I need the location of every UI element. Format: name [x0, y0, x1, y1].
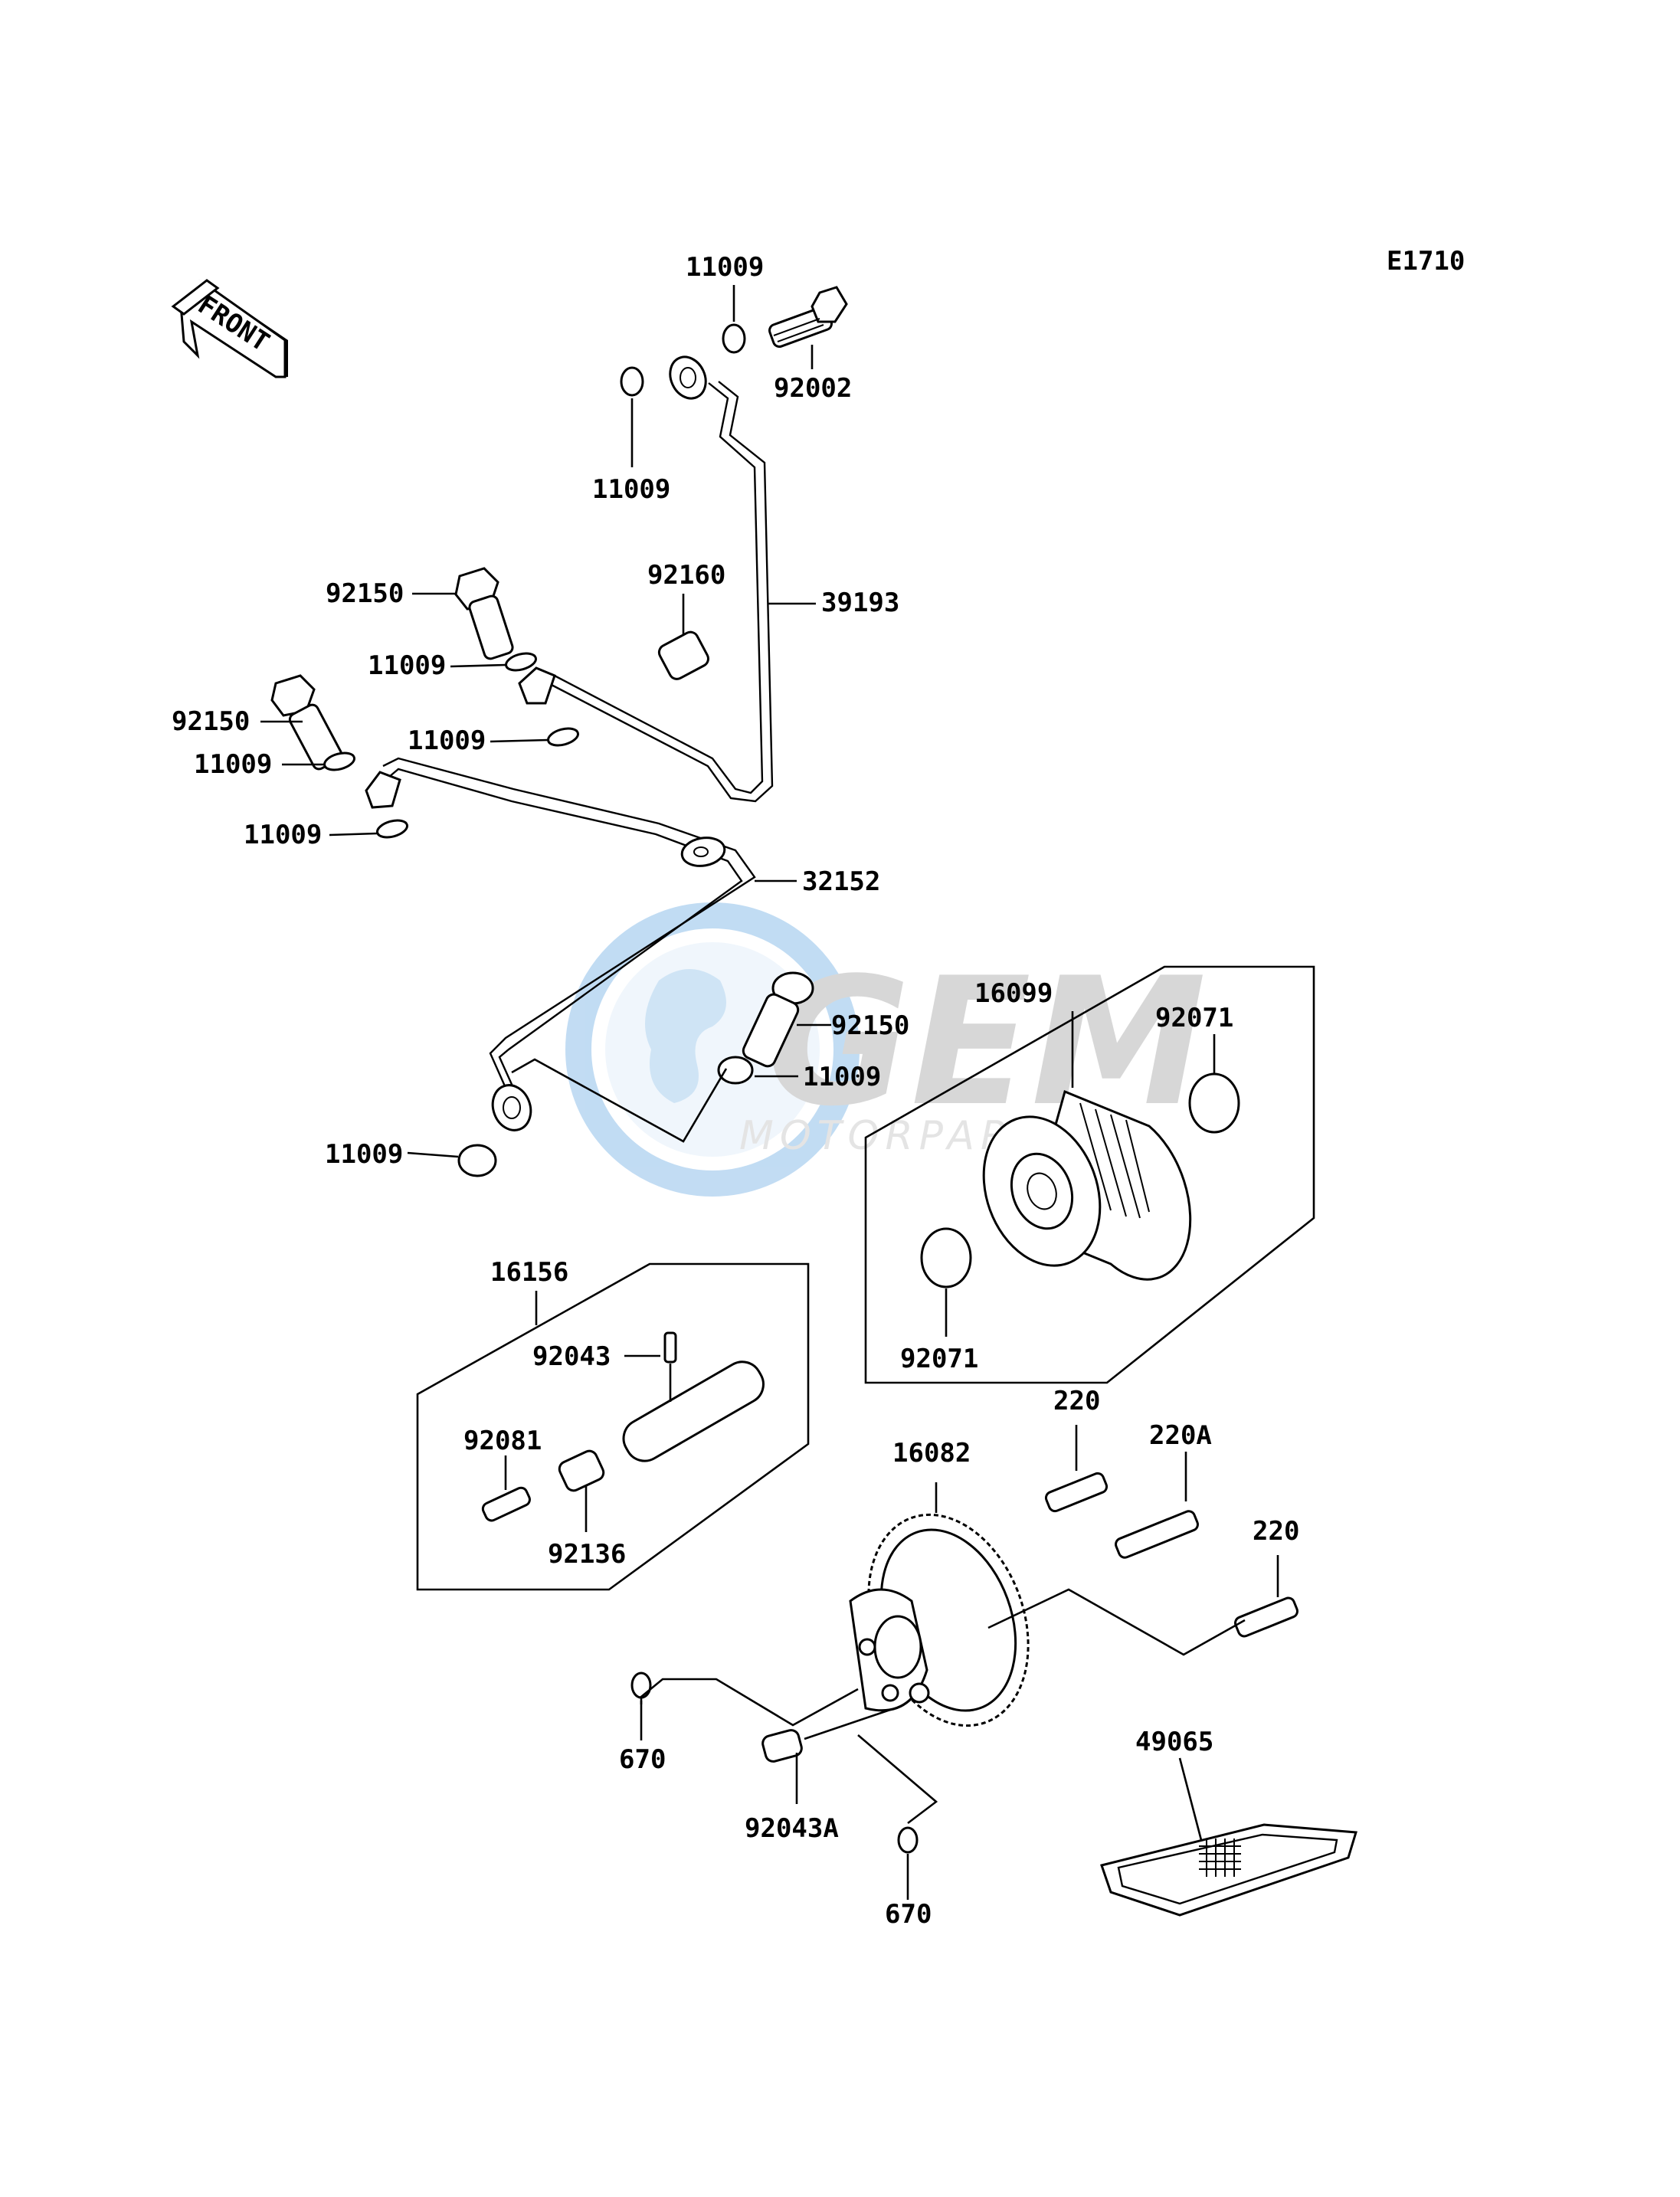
front-direction-badge: FRONT — [171, 279, 288, 378]
bolt-220-a — [1044, 1472, 1109, 1513]
banjo-bolt-92150-a — [454, 567, 514, 660]
label-49065: 49065 — [1135, 1727, 1213, 1757]
label-92043: 92043 — [532, 1341, 611, 1372]
label-11009-c: 11009 — [368, 650, 446, 681]
oil-pipe-39193 — [518, 355, 774, 803]
spring-92081 — [481, 1486, 531, 1522]
diagram-code: E1710 — [1387, 246, 1465, 277]
watermark-globe — [565, 902, 860, 1197]
label-670-b: 670 — [885, 1899, 932, 1930]
label-670-a: 670 — [619, 1744, 666, 1775]
label-11009-h: 11009 — [325, 1139, 403, 1170]
label-11009-f: 11009 — [244, 820, 322, 850]
oil-filter-group-box — [864, 965, 1315, 1384]
bolt-220A — [1115, 1510, 1199, 1559]
leader-lines — [260, 285, 1279, 1900]
oil-pipe-32152 — [365, 757, 756, 1131]
o-ring-670-b — [897, 1826, 919, 1854]
oil-pump-16082 — [849, 1513, 1030, 1727]
label-92002: 92002 — [774, 373, 852, 404]
collar-92160 — [657, 630, 709, 680]
label-11009-d: 11009 — [194, 749, 272, 780]
label-92136: 92136 — [548, 1539, 626, 1570]
label-39193: 39193 — [821, 588, 899, 618]
washer-11009-top — [722, 323, 746, 354]
oil-screen-49065 — [1100, 1823, 1357, 1917]
label-16099: 16099 — [974, 978, 1053, 1009]
oil-filter-16099 — [982, 1089, 1192, 1281]
relief-valve-body — [622, 1360, 765, 1462]
label-92043A: 92043A — [745, 1813, 839, 1844]
label-92081: 92081 — [463, 1426, 542, 1456]
washer-11009-g — [717, 1056, 754, 1085]
washer-11009-h — [457, 1144, 497, 1177]
washer-11009-f — [376, 819, 408, 839]
label-11009-b: 11009 — [592, 474, 670, 505]
label-32152: 32152 — [802, 866, 880, 897]
label-11009-g: 11009 — [803, 1062, 881, 1092]
label-220-b: 220 — [1253, 1516, 1299, 1547]
o-ring-92071-b — [920, 1227, 972, 1288]
label-92150-c: 92150 — [831, 1010, 909, 1041]
label-16082: 16082 — [892, 1438, 971, 1468]
label-92071-b: 92071 — [900, 1344, 978, 1374]
label-11009-top: 11009 — [686, 252, 764, 283]
dowel-92043A — [761, 1729, 803, 1763]
washer-11009-b — [620, 366, 644, 397]
label-92150-a: 92150 — [326, 578, 404, 609]
label-220A: 220A — [1149, 1420, 1212, 1451]
label-220-a: 220 — [1053, 1386, 1100, 1416]
watermark-title: GEM — [766, 941, 1207, 1145]
label-92071-a: 92071 — [1155, 1003, 1233, 1033]
label-92150-b: 92150 — [172, 706, 250, 737]
bolt-220-b — [1234, 1596, 1298, 1638]
label-11009-e: 11009 — [408, 725, 486, 756]
banjo-bolt-92150-c — [742, 971, 814, 1068]
washer-11009-e — [547, 727, 579, 747]
o-ring-92071-a — [1188, 1072, 1240, 1134]
label-16156: 16156 — [490, 1257, 568, 1288]
banjo-bolt-92002 — [768, 286, 848, 349]
plunger-92136 — [558, 1449, 605, 1492]
washer-11009-c — [505, 652, 537, 672]
relief-valve-group-box — [416, 1262, 810, 1591]
o-ring-670-a — [630, 1671, 652, 1699]
part-labels: 11009 92002 11009 92160 39193 92150 1100… — [172, 252, 1299, 1930]
pin-92043 — [663, 1331, 677, 1364]
label-92160: 92160 — [647, 560, 725, 591]
banjo-bolt-92150-b — [270, 674, 343, 771]
